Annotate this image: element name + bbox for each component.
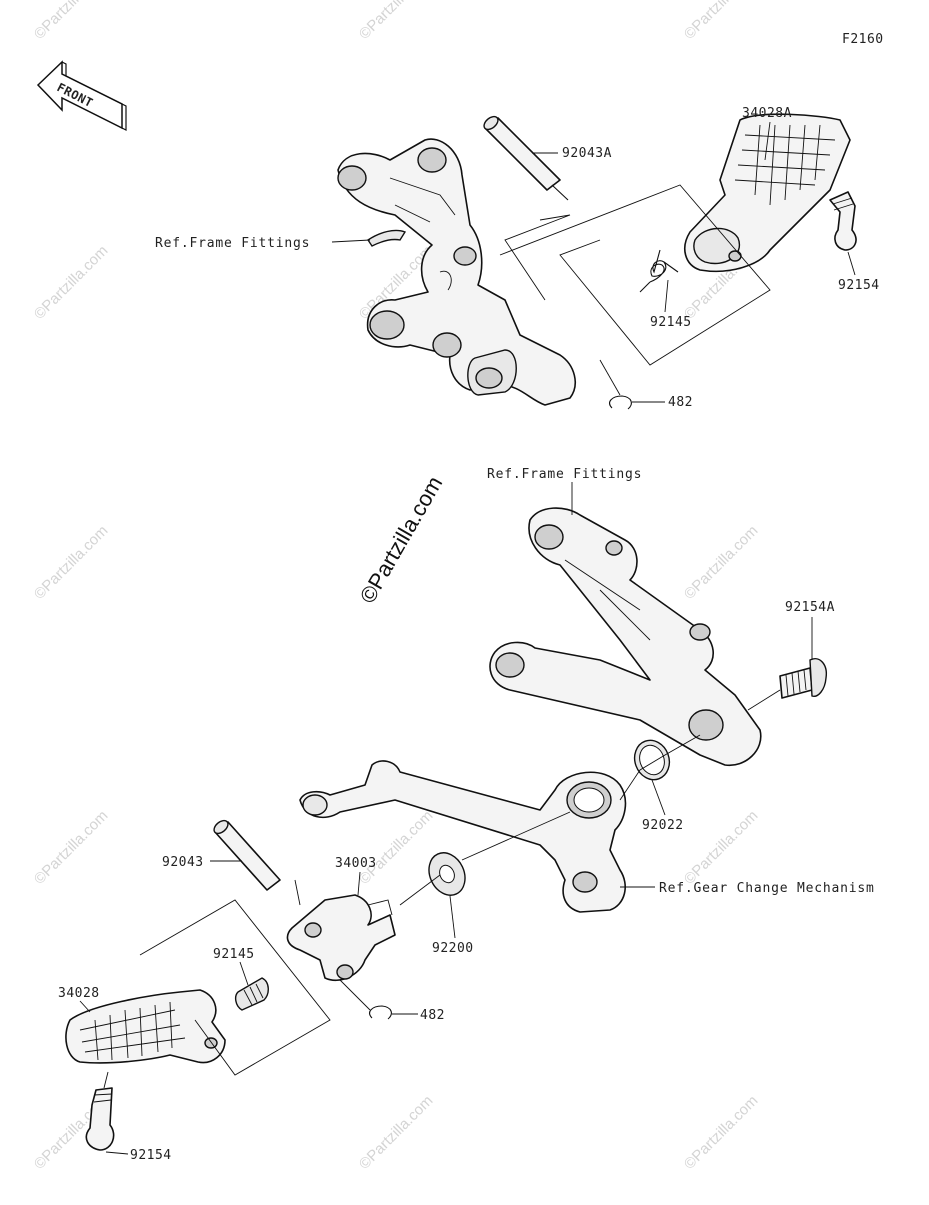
label-92154-top: 92154 [838, 278, 880, 293]
label-92200: 92200 [432, 941, 474, 956]
front-arrow-icon: FRONT [36, 60, 127, 131]
bolt-92154A [779, 658, 827, 699]
label-92154-bottom: 92154 [130, 1148, 172, 1163]
label-ref-frame-fittings-bottom: Ref.Frame Fittings [487, 467, 642, 482]
label-92022: 92022 [642, 818, 684, 833]
bolt-92154-top [829, 191, 857, 251]
footpeg-34028A [684, 113, 851, 273]
watermark-text: ©Partzilla.com [356, 1092, 437, 1173]
watermark-text: ©Partzilla.com [31, 807, 112, 888]
label-ref-frame-fittings-top: Ref.Frame Fittings [155, 236, 310, 251]
washer-92200 [428, 852, 466, 896]
watermark-text: ©Partzilla.com [356, 807, 437, 888]
brake-pedal [299, 760, 627, 913]
label-482-bottom: 482 [420, 1008, 445, 1023]
circlip-482-top [609, 395, 632, 410]
label-92145-top: 92145 [650, 315, 692, 330]
rear-bracket [489, 507, 762, 767]
watermark-text: ©Partzilla.com [31, 0, 112, 43]
label-ref-gear-change-mechanism: Ref.Gear Change Mechanism [659, 881, 875, 896]
label-34003: 34003 [335, 856, 377, 871]
watermark-center: ©Partzilla.com [355, 472, 448, 608]
watermark-text: ©Partzilla.com [31, 242, 112, 323]
label-34028: 34028 [58, 986, 100, 1001]
diagram-code: F2160 [842, 32, 884, 47]
leader-lines-bottom [103, 689, 781, 1089]
watermark-text: ©Partzilla.com [356, 0, 437, 43]
watermark-text: ©Partzilla.com [31, 522, 112, 603]
label-92145-bottom: 92145 [213, 947, 255, 962]
top-bracket [337, 138, 576, 406]
leader-lines-top [499, 184, 771, 396]
watermark-text: ©Partzilla.com [681, 807, 762, 888]
label-92043: 92043 [162, 855, 204, 870]
circlip-482-bottom [369, 1005, 392, 1020]
watermark-text: ©Partzilla.com [681, 0, 762, 43]
pin-92043A [483, 115, 569, 201]
watermark-text: ©Partzilla.com [681, 522, 762, 603]
bracket-34003 [286, 894, 396, 982]
spring-92145-top [639, 249, 679, 293]
label-92043A: 92043A [562, 146, 612, 161]
label-92154A: 92154A [785, 600, 835, 615]
spring-92145-bottom [234, 977, 269, 1011]
watermark-text: ©Partzilla.com [681, 1092, 762, 1173]
bolt-92154-bottom [85, 1087, 115, 1151]
label-34028A: 34028A [742, 106, 792, 121]
pin-92043 [213, 819, 281, 891]
oring-92022 [633, 739, 671, 781]
label-482-top: 482 [668, 395, 693, 410]
